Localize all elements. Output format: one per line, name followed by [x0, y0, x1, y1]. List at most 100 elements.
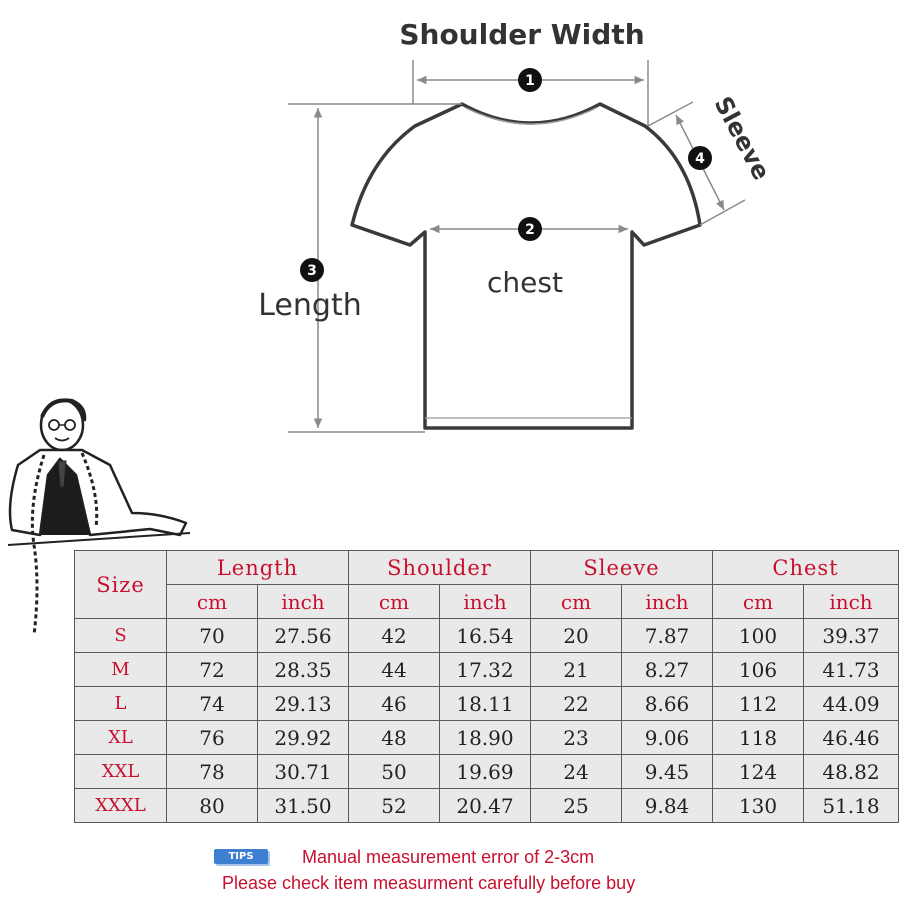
measurement-cell: 48.82 [803, 754, 899, 789]
measurement-cell: 27.56 [257, 618, 349, 653]
measurement-cell: 20 [530, 618, 622, 653]
measurement-cell: 9.84 [621, 788, 713, 823]
tailor-tie [57, 460, 67, 488]
measurement-cell: 7.87 [621, 618, 713, 653]
measurement-cell: 18.90 [439, 720, 531, 755]
measurement-cell: 80 [166, 788, 258, 823]
measurement-cell: 48 [348, 720, 440, 755]
measurement-error-note: Manual measurement error of 2-3cm [302, 847, 595, 867]
measurement-cell: 31.50 [257, 788, 349, 823]
shoulder-width-label: Shoulder Width [399, 18, 644, 51]
measurement-cell: 17.32 [439, 652, 531, 687]
unit-header: inch [439, 584, 531, 619]
size-cell: XXL [74, 754, 167, 789]
measurement-cell: 46 [348, 686, 440, 721]
measurement-cell: 29.13 [257, 686, 349, 721]
sleeve-header: Sleeve [530, 550, 713, 585]
measurement-cell: 22 [530, 686, 622, 721]
measurement-cell: 106 [712, 652, 804, 687]
measurement-cell: 20.47 [439, 788, 531, 823]
marker-1-number: 1 [525, 73, 535, 89]
measurement-cell: 50 [348, 754, 440, 789]
table-header-row: Size Length Shoulder Sleeve Chest [74, 550, 899, 619]
length-label: Length [258, 288, 361, 323]
measurement-cell: 42 [348, 618, 440, 653]
tshirt-collar [465, 107, 597, 125]
marker-3 [300, 258, 324, 282]
measurement-cell: 39.37 [803, 618, 899, 653]
measurement-cell: 112 [712, 686, 804, 721]
unit-header: inch [621, 584, 713, 619]
chest-label: chest [487, 266, 563, 299]
chest-header: Chest [712, 550, 899, 585]
size-header: Size [74, 550, 167, 619]
measurement-cell: 52 [348, 788, 440, 823]
sleeve-guide-top [647, 101, 694, 127]
marker-1 [518, 68, 542, 92]
measurement-cell: 16.54 [439, 618, 531, 653]
measurement-cell: 44 [348, 652, 440, 687]
tailor-vest [40, 459, 90, 535]
measurement-cell: 18.11 [439, 686, 531, 721]
measurement-cell: 29.92 [257, 720, 349, 755]
marker-3-number: 3 [307, 263, 317, 279]
tailor-tape-measure-2 [80, 452, 99, 528]
measurement-cell: 8.27 [621, 652, 713, 687]
measurement-cell: 21 [530, 652, 622, 687]
marker-4 [688, 146, 712, 170]
unit-header: cm [166, 584, 258, 619]
tshirt-measurement-diagram: 1 Shoulder Width 2 chest 3 Length 4 Slee… [258, 18, 776, 433]
table-unit-row: cm inch cm inch cm inch cm inch [75, 584, 899, 619]
size-chart-table: Size Length Shoulder Sleeve Chest cm inc… [74, 550, 899, 823]
measurement-cell: 51.18 [803, 788, 899, 823]
marker-2 [518, 217, 542, 241]
marker-4-number: 4 [695, 151, 705, 167]
size-cell: S [74, 618, 167, 653]
measurement-cell: 74 [166, 686, 258, 721]
size-cell: XL [74, 720, 167, 755]
tailor-hair [40, 398, 87, 422]
sleeve-label: Sleeve [709, 92, 776, 185]
tailor-counter [7, 532, 191, 546]
measurement-cell: 30.71 [257, 754, 349, 789]
unit-header: cm [530, 584, 622, 619]
measurement-cell: 25 [530, 788, 622, 823]
shoulder-header: Shoulder [348, 550, 531, 585]
measurement-cell: 100 [712, 618, 804, 653]
measurement-cell: 9.45 [621, 754, 713, 789]
measurement-cell: 9.06 [621, 720, 713, 755]
tips-badge: TIPS [214, 849, 268, 864]
size-cell: XXXL [74, 788, 167, 823]
sleeve-guide-bottom [699, 199, 746, 226]
measurement-cell: 24 [530, 754, 622, 789]
unit-header: inch [803, 584, 899, 619]
tailor-illustration [7, 398, 191, 636]
measurement-cell: 23 [530, 720, 622, 755]
measurement-cell: 46.46 [803, 720, 899, 755]
size-cell: M [74, 652, 167, 687]
measurement-cell: 70 [166, 618, 258, 653]
measurement-cell: 78 [166, 754, 258, 789]
measurement-cell: 124 [712, 754, 804, 789]
unit-header: inch [257, 584, 349, 619]
unit-header: cm [348, 584, 440, 619]
measurement-cell: 19.69 [439, 754, 531, 789]
marker-2-number: 2 [525, 222, 535, 238]
tailor-body [8, 448, 188, 537]
measurement-cell: 130 [712, 788, 804, 823]
check-measurement-note: Please check item measurment carefully b… [222, 873, 636, 893]
measurement-cell: 76 [166, 720, 258, 755]
tailor-smile [54, 437, 70, 442]
measurement-cell: 44.09 [803, 686, 899, 721]
length-header: Length [166, 550, 349, 585]
tailor-tape-measure [30, 454, 46, 636]
measurement-cell: 41.73 [803, 652, 899, 687]
measurement-cell: 8.66 [621, 686, 713, 721]
